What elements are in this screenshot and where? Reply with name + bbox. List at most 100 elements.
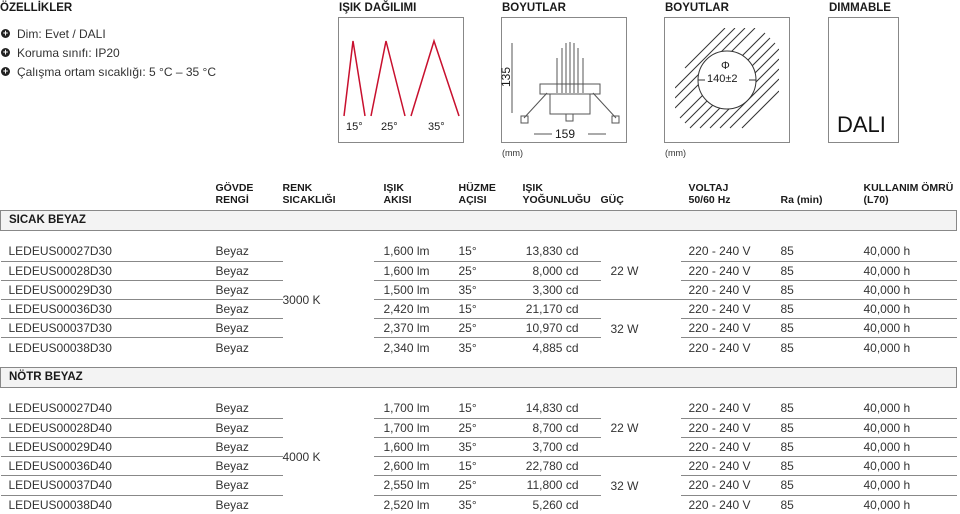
column-header: Ra (min) [781,176,864,210]
header-line: RENK [282,181,313,194]
luminous-flux: 1,600 lm [373,242,459,262]
beam-angle: 15° [458,242,523,262]
table-row: LEDEUS00038D40 Beyaz 2,520 lm 35° 5,260 cd 22… [1,495,957,514]
header-line [781,182,864,194]
color-temperature: 4000 K [282,449,321,464]
luminous-intensity: 5,260 cd [532,497,579,512]
luminous-flux: 1,500 lm [373,280,459,301]
lifetime: 40,000 h [863,456,957,477]
cri: 85 [780,456,864,477]
section-header: NÖTR BEYAZ [0,366,957,388]
product-code: LEDEUS00029D30 [0,280,216,301]
width-label: 159 [555,127,576,141]
beam-diagram: 15° 25° 35° [338,17,464,143]
luminous-intensity: 10,970 cd [522,318,601,339]
body-color: Beyaz [215,242,283,262]
section-title: NÖTR BEYAZ [0,366,957,388]
beam-title: IŞIK DAĞILIMI [339,2,417,14]
beam-angle: 15° [458,399,523,419]
cri: 85 [780,280,864,301]
header-line: RENGİ [215,193,249,206]
beam-angle: 35° [458,280,523,301]
beam-angle: 35° [458,437,523,458]
feature-item: +Koruma sınıfı: IP20 [0,43,216,62]
beam-angle: 15° [458,456,523,477]
plus-bullet-icon: + [1,47,10,57]
beam-angle: 35° [458,340,477,355]
column-header: KULLANIM ÖMRÜ(L70) [864,176,957,210]
header-line: GÜÇ [600,193,624,206]
luminous-intensity: 11,800 cd [522,475,601,496]
lifetime: 40,000 h [863,497,911,512]
section-title: SICAK BEYAZ [0,209,957,231]
unit-label: (mm) [665,148,686,158]
cri: 85 [780,437,864,458]
cutout-hatch-icon [675,28,779,129]
header-line: IŞIK [383,181,404,194]
luminous-flux: 2,520 lm [383,497,430,512]
luminous-intensity: 22,780 cd [522,456,601,477]
power: 22 W [600,242,681,301]
product-code: LEDEUS00028D30 [0,261,216,281]
dimmable-box: DALI [828,17,899,143]
luminous-intensity: 3,300 cd [522,280,601,301]
power: 22 W [600,399,681,458]
beam-angle: 15° [458,299,523,320]
product-code: LEDEUS00037D30 [0,318,216,339]
body-color: Beyaz [215,399,283,419]
cri: 85 [780,242,864,262]
lifetime: 40,000 h [863,340,911,355]
voltage: 220 - 240 V [680,418,781,439]
luminous-flux: 2,340 lm [383,340,430,355]
product-code: LEDEUS00027D40 [0,399,216,419]
plus-bullet-icon: + [1,66,10,76]
voltage: 220 - 240 V [680,437,781,458]
beam-angle-icon [343,38,460,117]
cri: 85 [780,340,794,355]
product-code: LEDEUS00028D40 [0,418,216,439]
body-color: Beyaz [215,497,249,512]
dimmable-title: DIMMABLE [829,2,891,14]
body-color: Beyaz [215,456,283,477]
angle-label: 15° [346,121,363,133]
cutout-label: 140±2 [707,73,738,85]
side-dimension-diagram: 135 159 [499,17,627,143]
body-color: Beyaz [215,475,283,496]
cri: 85 [780,418,864,439]
header-line [601,182,681,194]
cri: 85 [780,497,794,512]
lifetime: 40,000 h [863,399,957,419]
voltage: 220 - 240 V [688,497,751,512]
feature-text: Dim: Evet / DALI [17,26,106,41]
angle-label: 25° [381,121,398,133]
body-color: Beyaz [215,340,249,355]
diameter-symbol: Φ [721,60,730,72]
lifetime: 40,000 h [863,261,957,281]
cri: 85 [780,299,864,320]
color-temperature: 3000 K [282,292,321,307]
voltage: 220 - 240 V [680,242,781,262]
cri: 85 [780,399,864,419]
lifetime: 40,000 h [863,318,957,339]
beam-angle: 35° [458,497,477,512]
section-header: SICAK BEYAZ [0,209,957,231]
voltage: 220 - 240 V [680,261,781,281]
product-code: LEDEUS00038D40 [8,497,112,512]
product-code: LEDEUS00036D40 [0,456,216,477]
body-color: Beyaz [215,261,283,281]
luminous-flux: 2,370 lm [373,318,459,339]
beam-angle: 25° [458,318,523,339]
cri: 85 [780,261,864,281]
voltage: 220 - 240 V [680,280,781,301]
luminous-flux: 2,550 lm [373,475,459,496]
luminous-flux: 1,600 lm [373,261,459,281]
features-title: ÖZELLİKLER [0,2,73,14]
header-line [9,194,216,206]
